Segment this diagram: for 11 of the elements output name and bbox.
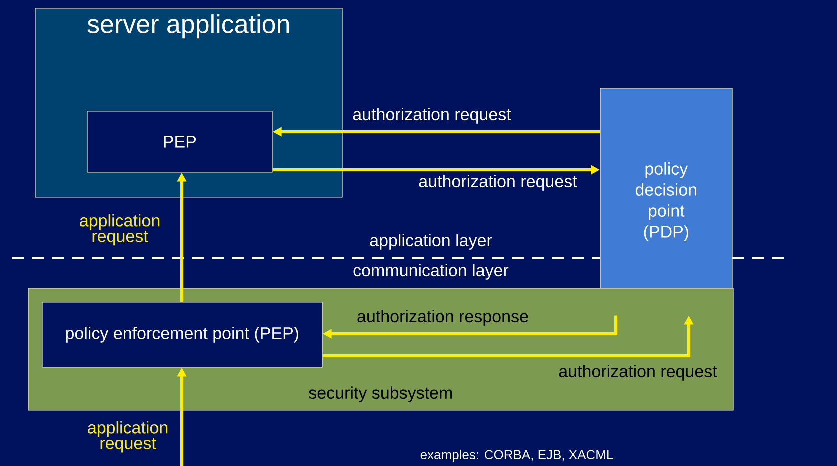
- edge-label: authorization request: [419, 175, 578, 191]
- process-box: policy enforcement point (PEP): [42, 302, 323, 368]
- layer-label: communication layer: [354, 264, 509, 280]
- layer-label: application layer: [370, 234, 492, 250]
- edge-label: application request: [80, 214, 160, 246]
- edge-label: authorization request: [559, 365, 718, 381]
- edge-label: authorization response: [358, 310, 528, 326]
- edge-label: application request: [88, 421, 168, 453]
- footnote: examples: CORBA, EJB, XACML: [420, 450, 614, 462]
- process-box: PEP: [87, 111, 273, 173]
- edge-label: authorization request: [353, 108, 512, 124]
